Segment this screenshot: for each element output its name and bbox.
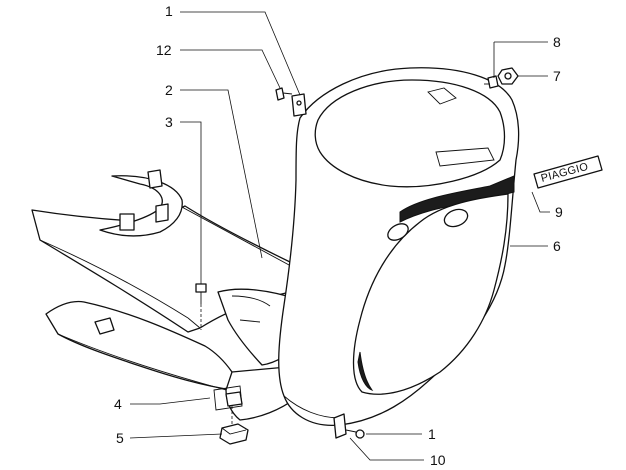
pad-mount: [225, 391, 243, 424]
leader-lines: [129, 11, 550, 461]
rubber-pad-5: [219, 423, 249, 445]
bolt-12: [275, 87, 293, 101]
callout-12: 12: [156, 42, 172, 58]
callout-10: 10: [430, 452, 446, 468]
callout-8: 8: [553, 34, 561, 50]
bracket-top: [291, 93, 307, 117]
leg-shield-curve: [99, 169, 183, 237]
screw-3: [195, 283, 207, 330]
callout-4: 4: [114, 396, 122, 412]
callout-3: 3: [165, 114, 173, 130]
callout-numbers: 1 12 2 3 8 7 9 6 4 5 1 10: [114, 3, 563, 468]
callout-5: 5: [116, 430, 124, 446]
callout-7: 7: [553, 68, 561, 84]
callout-6: 6: [553, 238, 561, 254]
bolt-8: [484, 75, 499, 89]
callout-1-bottom: 1: [428, 426, 436, 442]
bracket-bottom: [333, 413, 347, 439]
badge-text: PIAGGIO: [540, 161, 590, 185]
piaggio-badge: PIAGGIO: [533, 155, 603, 189]
callout-1-top: 1: [165, 3, 173, 19]
leg-shield-body: [278, 67, 520, 426]
callout-9: 9: [555, 204, 563, 220]
nut-7: [497, 67, 519, 85]
callout-2: 2: [165, 82, 173, 98]
screw-10: [345, 429, 365, 439]
